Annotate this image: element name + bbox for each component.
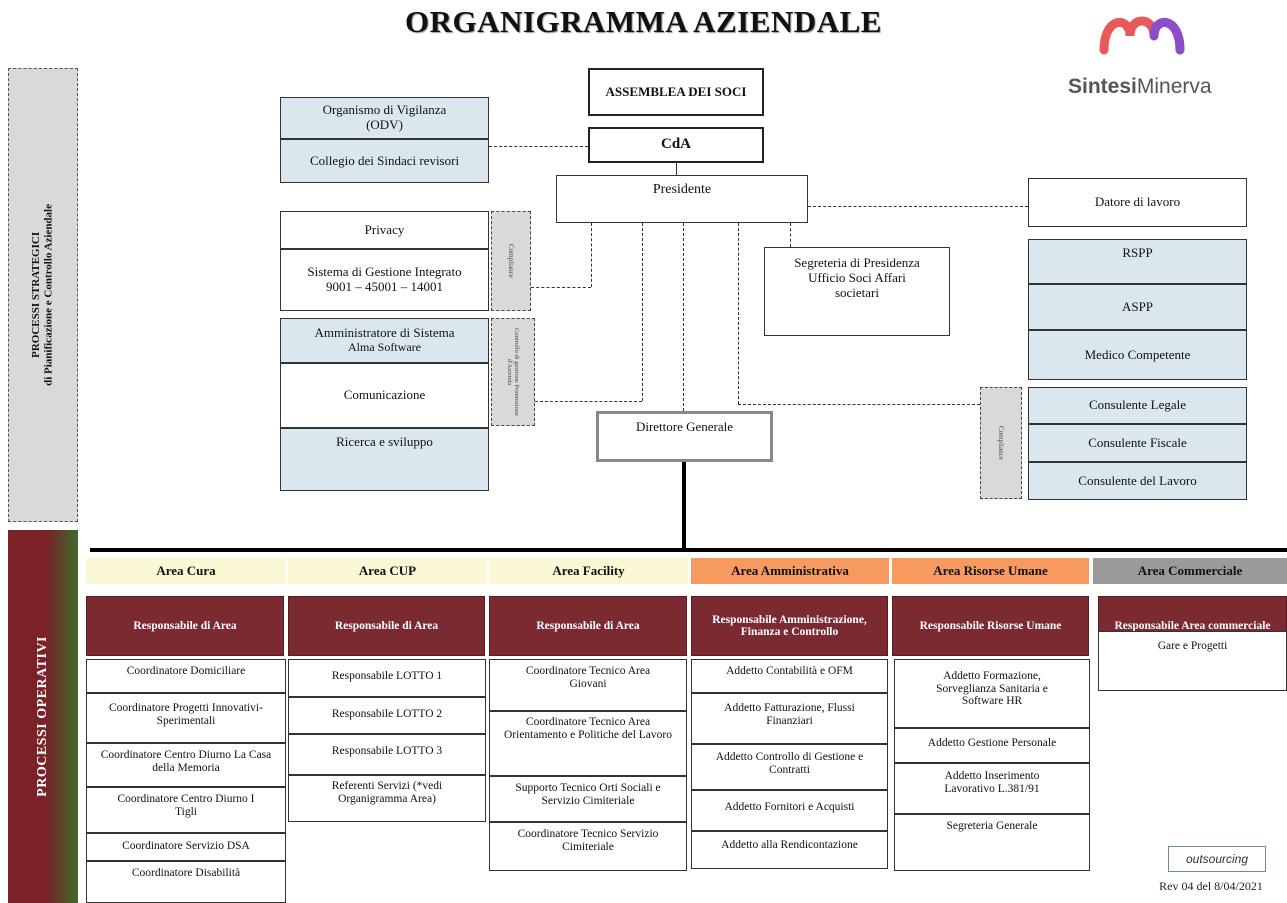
- strategic-label-line2: di Pianificazione e Controllo Aziendale: [43, 204, 55, 386]
- amministrativa-item: Addetto Fornitori e Acquisti: [691, 790, 888, 831]
- cura-item: Coordinatore Centro Diurno La Casa della…: [86, 743, 286, 787]
- logo-text: SintesiMinerva: [1068, 75, 1212, 99]
- connector-direttore-areas: [682, 462, 686, 550]
- presidente-box: Presidente: [556, 175, 808, 223]
- responsabile-risorse-umane: Responsabile Risorse Umane: [892, 596, 1089, 656]
- amministrativa-item: Addetto Contabilità e OFM: [691, 659, 888, 693]
- connector-pres-segreteria: [738, 223, 739, 404]
- risorse-umane-item: Addetto Gestione Personale: [894, 728, 1090, 763]
- facility-item: Coordinatore Tecnico Servizio Cimiterial…: [489, 822, 687, 871]
- connector-compliance-h: [531, 287, 591, 288]
- sgi-box: Sistema di Gestione Integrato 9001 – 450…: [280, 249, 489, 311]
- logo: [1096, 6, 1206, 56]
- segreteria-box: Segreteria di Presidenza Ufficio Soci Af…: [764, 247, 950, 336]
- odv-box: Organismo di Vigilanza (ODV): [280, 97, 489, 139]
- datore-box: Datore di lavoro: [1028, 178, 1247, 227]
- area-header-commerciale: Area Commerciale: [1093, 558, 1287, 584]
- aspp-box: ASPP: [1028, 284, 1247, 330]
- facility-item: Coordinatore Tecnico Area Orientamento e…: [489, 711, 687, 776]
- cda-box: CdA: [588, 127, 764, 163]
- cup-item: Responsabile LOTTO 2: [288, 697, 486, 734]
- responsabile-amministrativa: Responsabile Amministrazione, Finanza e …: [691, 596, 888, 656]
- areas-bar: [90, 548, 1287, 552]
- cup-item: Responsabile LOTTO 1: [288, 659, 486, 697]
- connector-pres-compliance: [591, 223, 592, 287]
- facility-item: Supporto Tecnico Orti Sociali e Servizio…: [489, 776, 687, 822]
- consulente-fiscale-box: Consulente Fiscale: [1028, 424, 1247, 462]
- cura-item: Coordinatore Servizio DSA: [86, 833, 286, 861]
- area-header-facility: Area Facility: [489, 558, 688, 584]
- strategic-label-line1: PROCESSI STRATEGICI: [30, 231, 43, 359]
- compliance-tab-right-label: Compliance: [997, 426, 1005, 460]
- connector-presidente-datore: [808, 206, 1028, 207]
- facility-item: Coordinatore Tecnico Area Giovani: [489, 659, 687, 711]
- area-header-cura: Area Cura: [86, 558, 286, 584]
- outsourcing-badge: outsourcing: [1168, 846, 1266, 872]
- operative-processes-band: PROCESSI OPERATIVI: [8, 530, 78, 903]
- responsabile-cura: Responsabile di Area: [86, 596, 284, 656]
- responsabile-cup: Responsabile di Area: [288, 596, 485, 656]
- cup-item: Responsabile LOTTO 3: [288, 734, 486, 775]
- assemblea-box: ASSEMBLEA DEI SOCI: [588, 68, 764, 116]
- amministrativa-item: Addetto Controllo di Gestione e Contratt…: [691, 744, 888, 790]
- cura-item: Coordinatore Centro Diurno I Tigli: [86, 787, 286, 833]
- sindaci-box: Collegio dei Sindaci revisori: [280, 139, 489, 183]
- cura-item: Coordinatore Disabilità: [86, 861, 286, 903]
- risorse-umane-item: Addetto Formazione, Sorveglianza Sanitar…: [894, 659, 1090, 728]
- connector-consulenti-h: [738, 404, 980, 405]
- revision-label: Rev 04 del 8/04/2021: [1159, 879, 1263, 893]
- medico-box: Medico Competente: [1028, 330, 1247, 380]
- direttore-box: Direttore Generale: [596, 411, 773, 462]
- risorse-umane-item: Segreteria Generale: [894, 814, 1090, 871]
- connector-pres-direttore: [683, 223, 684, 411]
- connector-cda-presidente: [676, 163, 677, 175]
- compliance-tab-left-label: Compliance: [507, 244, 515, 278]
- logo-text-bold: Sintesi: [1068, 75, 1137, 98]
- privacy-box: Privacy: [280, 211, 489, 249]
- amm-sistema-sub: Alma Software: [348, 340, 421, 355]
- risorse-umane-item: Addetto Inserimento Lavorativo L.381/91: [894, 763, 1090, 814]
- area-header-cup: Area CUP: [288, 558, 487, 584]
- amm-sistema-label: Amministratore di Sistema: [314, 325, 455, 341]
- amministrativa-item: Addetto alla Rendicontazione: [691, 831, 888, 869]
- responsabile-facility: Responsabile di Area: [489, 596, 687, 656]
- area-header-risorse-umane: Area Risorse Umane: [892, 558, 1089, 584]
- rspp-box: RSPP: [1028, 239, 1247, 284]
- area-header-amministrativa: Area Amministrativa: [691, 558, 889, 584]
- page-title: ORGANIGRAMMA AZIENDALE: [405, 4, 882, 39]
- controllo-tab: Controllo di gestione Promozione d'Azien…: [491, 318, 535, 426]
- consulente-lavoro-box: Consulente del Lavoro: [1028, 462, 1247, 500]
- operative-label: PROCESSI OPERATIVI: [35, 636, 50, 797]
- connector-odv-cda: [489, 146, 588, 147]
- amm-sistema-box: Amministratore di Sistema Alma Software: [280, 318, 489, 363]
- comunicazione-box: Comunicazione: [280, 363, 489, 428]
- connector-segreteria: [790, 223, 791, 247]
- cura-item: Coordinatore Domiciliare: [86, 659, 286, 693]
- commerciale-item: Gare e Progetti: [1098, 631, 1287, 691]
- ricerca-box: Ricerca e sviluppo: [280, 428, 489, 491]
- controllo-tab-label: Controllo di gestione Promozione d'Azien…: [506, 328, 520, 416]
- cura-item: Coordinatore Progetti Innovativi-Sperime…: [86, 693, 286, 743]
- compliance-tab-right: Compliance: [980, 387, 1022, 499]
- compliance-tab-left: Compliance: [491, 211, 531, 311]
- connector-pres-controllo: [642, 223, 643, 401]
- cup-item: Referenti Servizi (*vedi Organigramma Ar…: [288, 775, 486, 822]
- consulente-legale-box: Consulente Legale: [1028, 387, 1247, 424]
- strategic-processes-band: PROCESSI STRATEGICI di Pianificazione e …: [8, 68, 78, 522]
- connector-controllo-h: [535, 401, 642, 402]
- logo-text-light: Minerva: [1136, 75, 1212, 98]
- logo-icon: [1099, 16, 1185, 55]
- amministrativa-item: Addetto Fatturazione, Flussi Finanziari: [691, 693, 888, 744]
